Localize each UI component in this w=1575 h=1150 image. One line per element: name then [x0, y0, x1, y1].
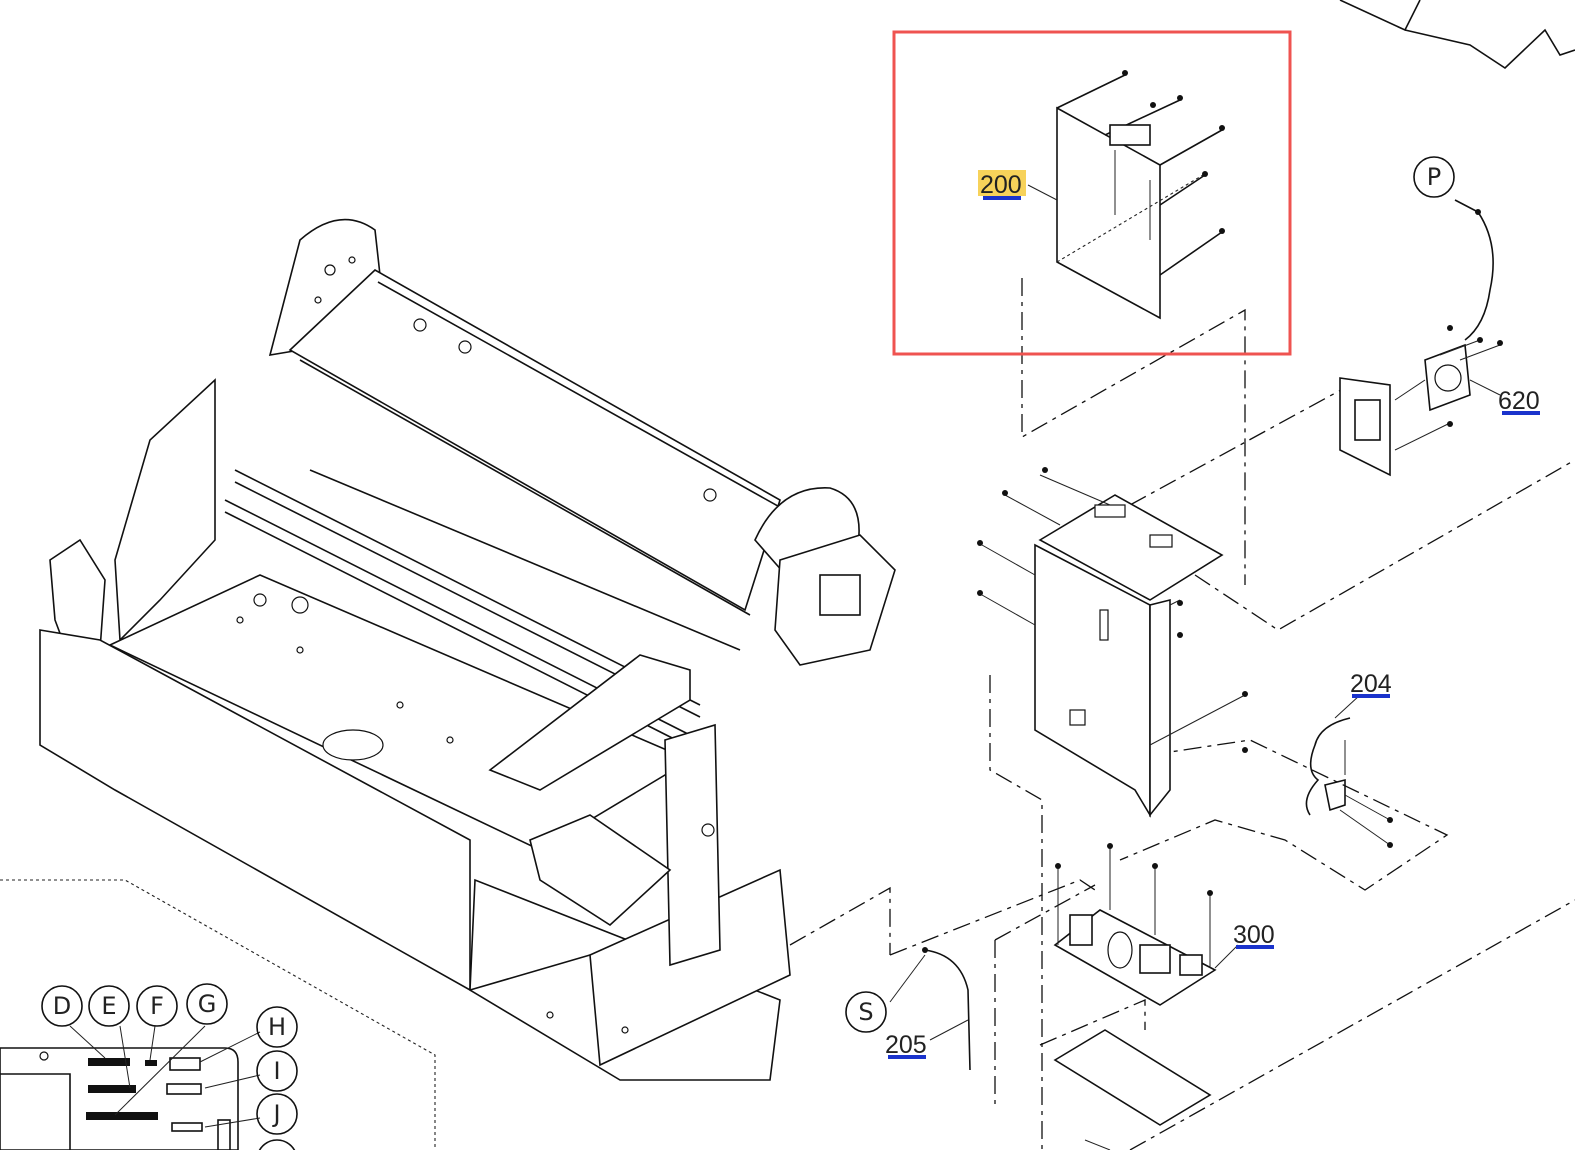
callout-j: J: [256, 1093, 298, 1135]
callout-p-text: P: [1427, 163, 1441, 191]
explode-lines: [0, 278, 1575, 1150]
chassis-bracket: [977, 467, 1248, 818]
part-620-underline: [1502, 411, 1540, 415]
part-205-underline: [888, 1055, 926, 1059]
part-620-label[interactable]: 620: [1498, 387, 1540, 415]
part-200-underline: [983, 196, 1021, 200]
part-number-labels: 200 620 204 300 205: [885, 170, 1540, 1059]
part-204-cable: [1305, 694, 1393, 848]
highlight-box: [892, 30, 1292, 356]
callout-g-text: G: [198, 990, 217, 1018]
part-205-label[interactable]: 205: [885, 1031, 927, 1059]
printer-main-frame: [39, 218, 896, 1081]
callout-f-text: F: [150, 992, 164, 1020]
callout-f: F: [136, 985, 178, 1027]
callout-g: G: [186, 983, 228, 1025]
part-300-psu: [1053, 843, 1239, 1150]
callout-d: D: [41, 985, 83, 1027]
part-200-board: [1027, 70, 1225, 320]
part-200-label[interactable]: 200: [980, 171, 1022, 199]
callout-s-text: S: [858, 998, 873, 1026]
part-205-cable: [889, 947, 971, 1071]
callout-e-text: E: [101, 992, 116, 1020]
callout-e: E: [88, 985, 130, 1027]
callout-s: S: [845, 991, 887, 1033]
connector-board: [0, 1025, 261, 1150]
callout-p: P: [1413, 156, 1455, 198]
callout-partial: [258, 1139, 296, 1150]
top-cable-fragment: [1339, 0, 1575, 70]
part-300-underline: [1236, 945, 1274, 949]
callout-d-text: D: [53, 992, 71, 1020]
callout-j-text: J: [271, 1100, 280, 1128]
part-300-label[interactable]: 300: [1233, 921, 1275, 949]
circle-callouts: P S D E F G H I: [41, 156, 1455, 1150]
part-620-fan: [1339, 199, 1503, 477]
callout-i: I: [256, 1050, 298, 1092]
part-204-underline: [1352, 694, 1390, 698]
callout-i-text: I: [273, 1057, 280, 1085]
callout-h: H: [256, 1006, 298, 1048]
callout-h-text: H: [268, 1013, 286, 1041]
part-200-label-highlight: [978, 170, 1026, 196]
part-204-label[interactable]: 204: [1350, 670, 1392, 698]
